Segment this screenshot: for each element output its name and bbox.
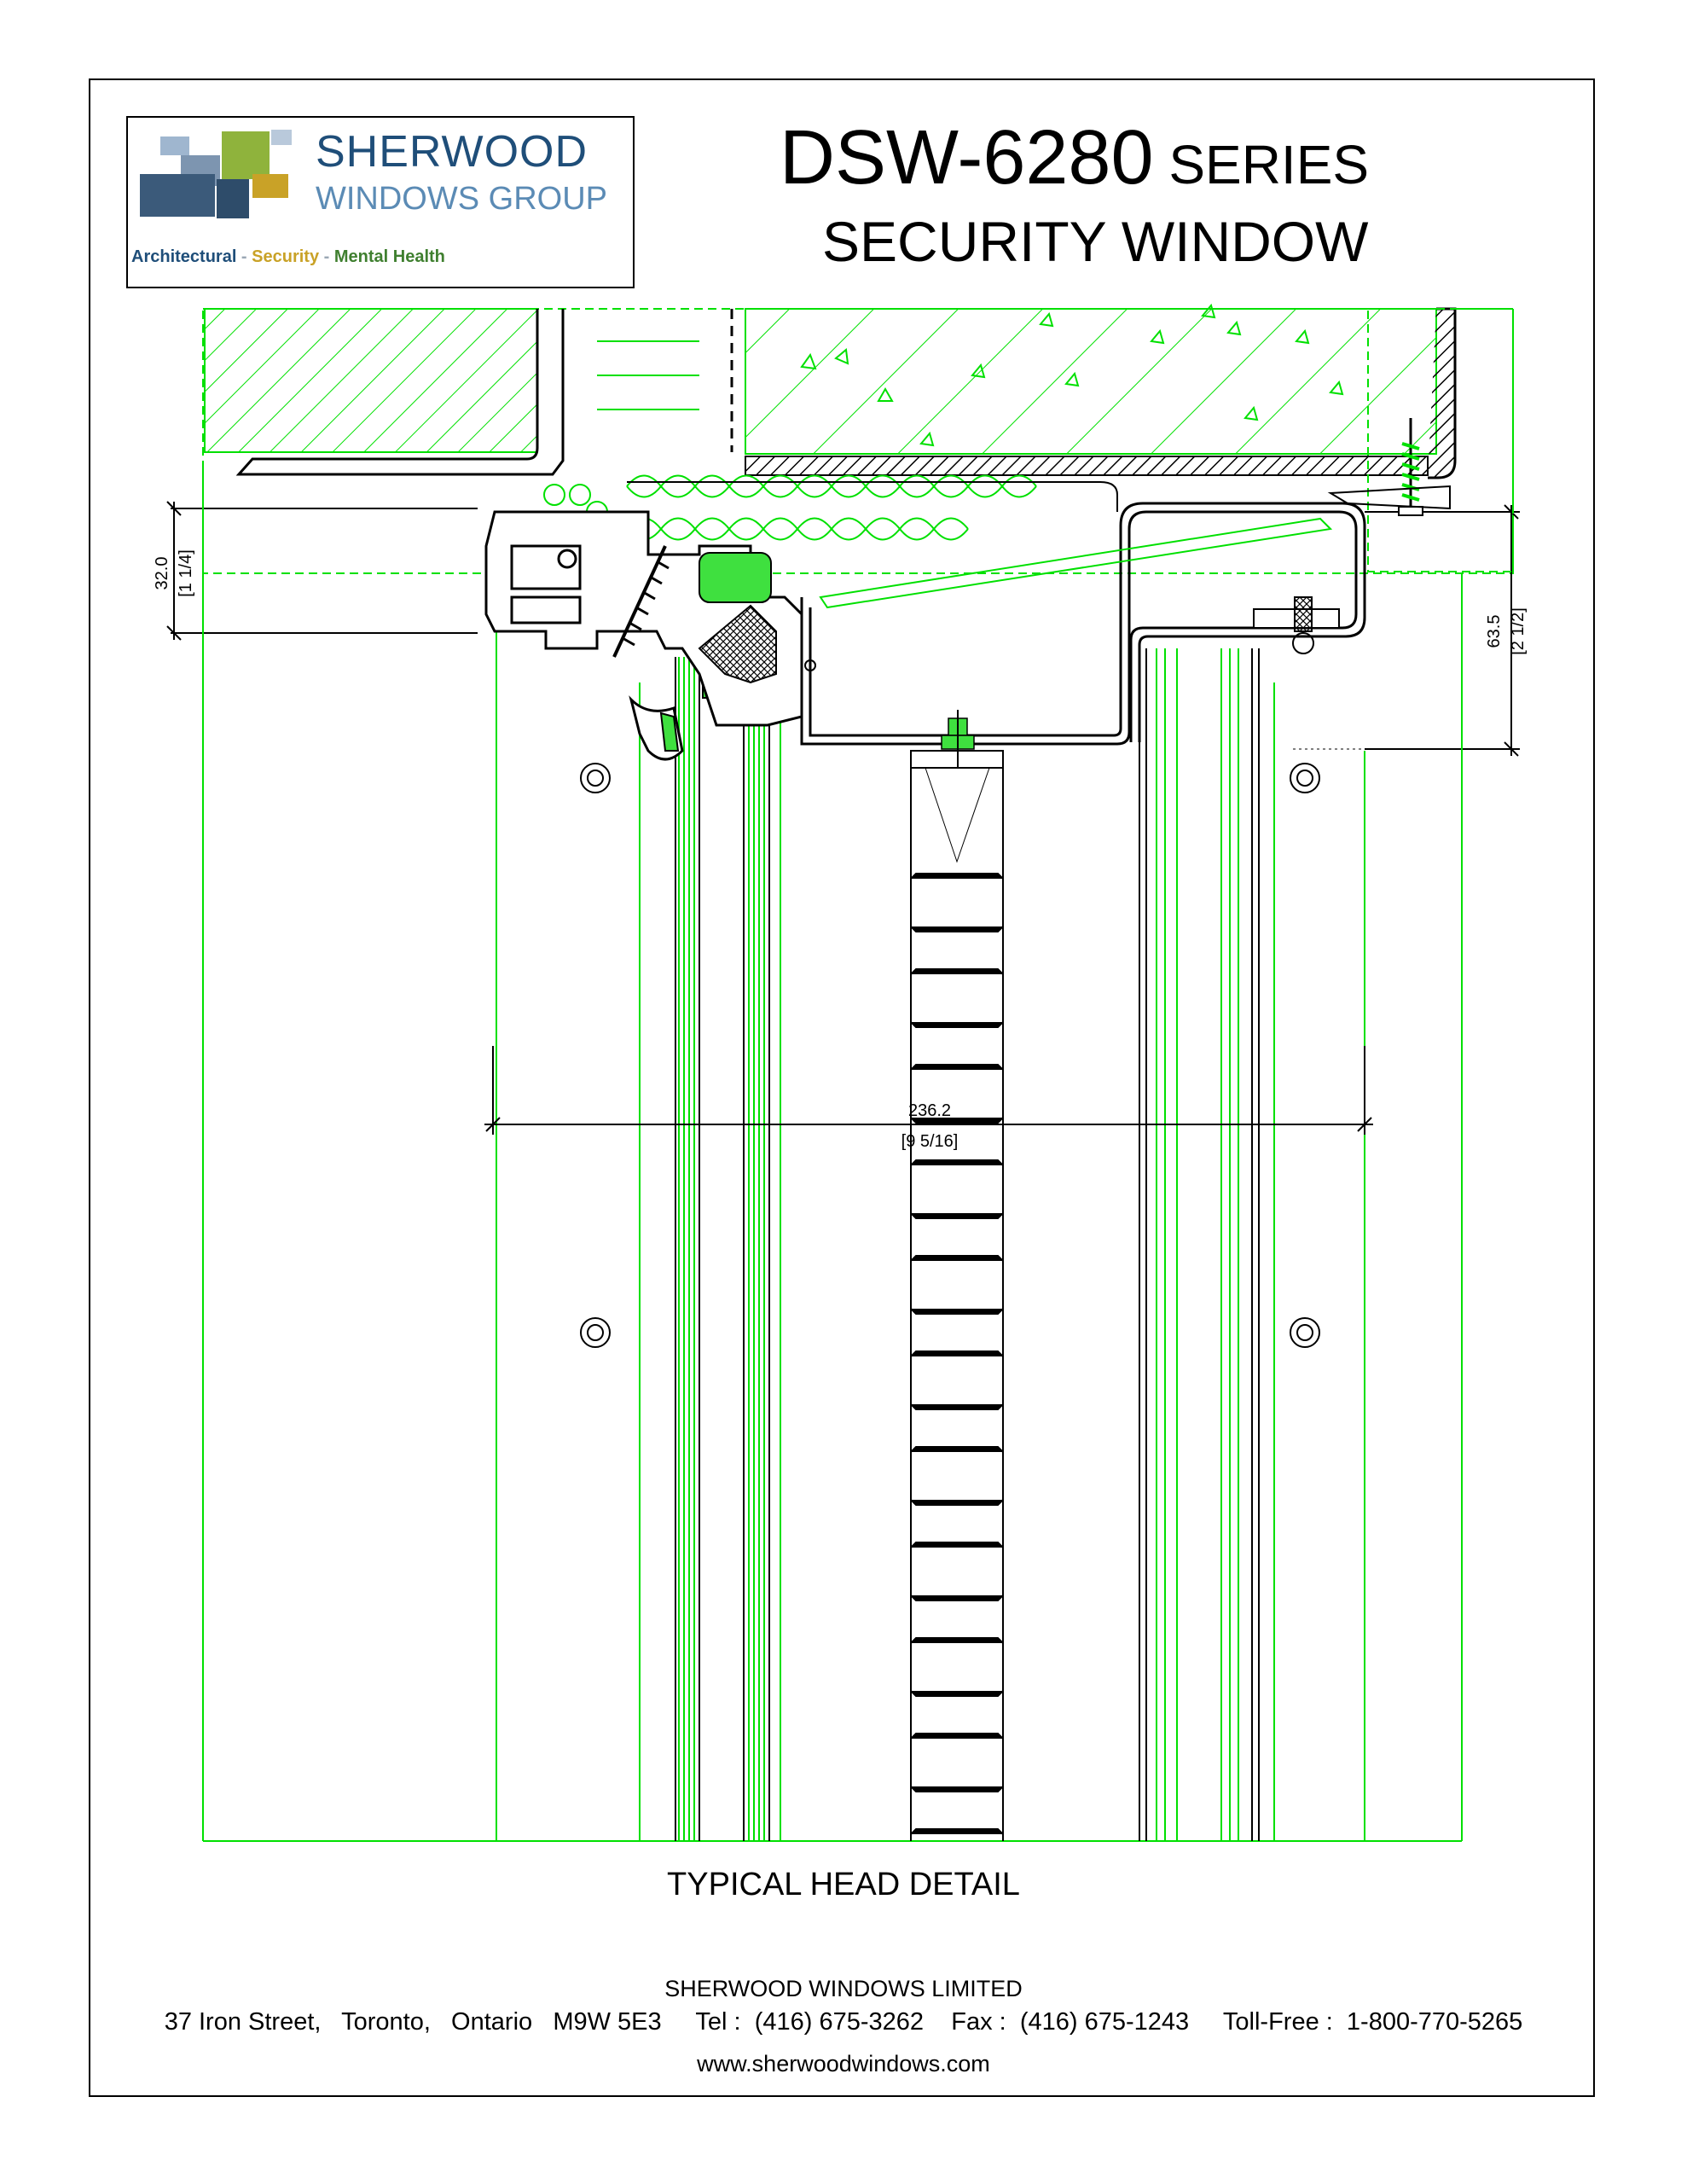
dimension-32-mm: 32.0 xyxy=(153,557,171,590)
company-logo: SHERWOOD WINDOWS GROUP Architectural - S… xyxy=(126,116,635,288)
tagline-separator: - xyxy=(319,247,334,266)
detail-caption: TYPICAL HEAD DETAIL xyxy=(667,1867,1020,1902)
footer-company: SHERWOOD WINDOWS LIMITED xyxy=(664,1976,1023,2001)
bolt-icon xyxy=(941,710,975,768)
dimension-63-mm: 63.5 xyxy=(1485,615,1504,648)
security-channel xyxy=(800,502,1366,746)
interior-trim xyxy=(819,517,1333,609)
blind-column xyxy=(910,750,1004,1841)
concrete-wall xyxy=(745,308,1437,455)
tagline-security: Security xyxy=(252,247,320,266)
series-label: SERIES xyxy=(1153,134,1370,195)
logo-tagline: Architectural - Security - Mental Health xyxy=(131,247,445,267)
series-code: DSW-6280 xyxy=(780,115,1154,200)
glazing-edges xyxy=(675,657,770,1841)
backer-edge xyxy=(627,481,1118,512)
tagline-architectural: Architectural xyxy=(131,247,237,266)
drawing-subtitle: SECURITY WINDOW xyxy=(822,210,1369,273)
aggregate-marks xyxy=(800,303,1344,447)
right-bolt-icon xyxy=(1253,596,1340,654)
logo-company-subname: WINDOWS GROUP xyxy=(316,181,607,217)
footer-website: www.sherwoodwindows.com xyxy=(697,2051,990,2077)
drawing-sheet-border xyxy=(89,78,1595,2097)
dimension-236-mm: 236.2 xyxy=(908,1101,951,1120)
steel-plate xyxy=(745,456,1429,476)
frame-elevation-lines xyxy=(202,461,1463,1842)
dimension-63-in: [2 1/2] xyxy=(1509,607,1528,655)
footer-contact: 37 Iron Street, Toronto, Ontario M9W 5E3… xyxy=(164,2008,1523,2036)
blind-slats xyxy=(910,873,1004,1835)
left-wall-hatch xyxy=(204,308,538,453)
insert-unit-edges xyxy=(1139,648,1260,1841)
dimension-236-in: [9 5/16] xyxy=(901,1132,959,1151)
left-flashing xyxy=(235,309,565,476)
drawing-title: DSW-6280 SERIES xyxy=(780,119,1369,196)
glazing-gasket xyxy=(698,604,777,684)
fastener-icons xyxy=(580,763,1320,1348)
insert-unit-lines xyxy=(1156,648,1239,1841)
thermal-break xyxy=(699,552,772,603)
frame-screw-icon xyxy=(612,545,670,658)
crosshair-marker xyxy=(804,659,816,671)
glazing-unit xyxy=(678,657,765,1841)
sill-wedge xyxy=(1327,485,1451,510)
tagline-separator: - xyxy=(236,247,252,266)
logo-company-name: SHERWOOD xyxy=(316,127,588,177)
dimension-63-lines xyxy=(1365,504,1520,757)
tagline-mental-health: Mental Health xyxy=(333,247,445,266)
steel-angle xyxy=(1428,307,1457,479)
dimension-32-lines xyxy=(166,501,478,641)
dimension-236-lines xyxy=(484,1046,1373,1135)
exterior-gasket xyxy=(659,712,680,752)
right-dashed-box xyxy=(1367,308,1514,572)
cladding-lines xyxy=(597,340,699,410)
dimension-32-in: [1 1/4] xyxy=(177,549,195,597)
